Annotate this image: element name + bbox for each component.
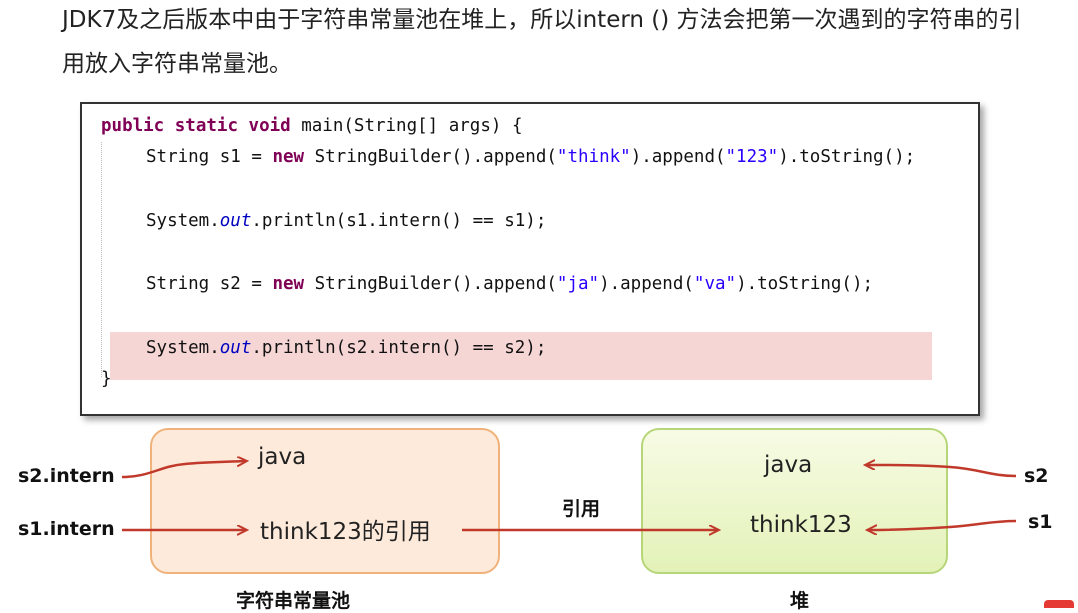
label-s2: s2	[1024, 465, 1049, 487]
label-s2-intern: s2.intern	[18, 465, 115, 487]
label-s1: s1	[1028, 511, 1053, 533]
heap-think123-entry: think123	[750, 512, 852, 538]
code-line-3: System.out.println(s1.intern() == s1);	[146, 211, 547, 231]
code-line-2: String s1 = new StringBuilder().append("…	[146, 147, 916, 167]
code-line-5: System.out.println(s2.intern() == s2);	[146, 338, 547, 358]
code-line-4: String s2 = new StringBuilder().append("…	[146, 274, 874, 294]
pool-think123-ref-entry: think123的引用	[260, 519, 431, 545]
code-line-6: }	[101, 369, 112, 389]
heap-box	[641, 428, 948, 574]
description-line-1: JDK7及之后版本中由于字符串常量池在堆上，所以intern () 方法会把第一…	[62, 7, 1022, 33]
pool-java-entry: java	[258, 444, 307, 470]
arrow-s1-to-heap-think123	[868, 519, 1017, 530]
label-s1-intern: s1.intern	[18, 518, 115, 540]
highlighted-line	[110, 332, 932, 380]
arrow-s2intern-to-pool-java	[121, 461, 246, 479]
corner-badge	[1044, 600, 1074, 608]
caption-heap: 堆	[790, 590, 810, 612]
caption-string-pool: 字符串常量池	[236, 590, 351, 612]
arrow-s2-to-heap-java	[866, 465, 1017, 478]
code-block: public static void main(String[] args) {…	[80, 102, 980, 416]
string-pool-box	[150, 428, 500, 574]
description-line-2: 用放入字符串常量池。	[62, 51, 292, 77]
heap-java-entry: java	[764, 452, 813, 478]
code-line-1: public static void main(String[] args) {	[101, 116, 523, 136]
label-reference: 引用	[562, 498, 601, 520]
indent-guide	[101, 142, 102, 377]
